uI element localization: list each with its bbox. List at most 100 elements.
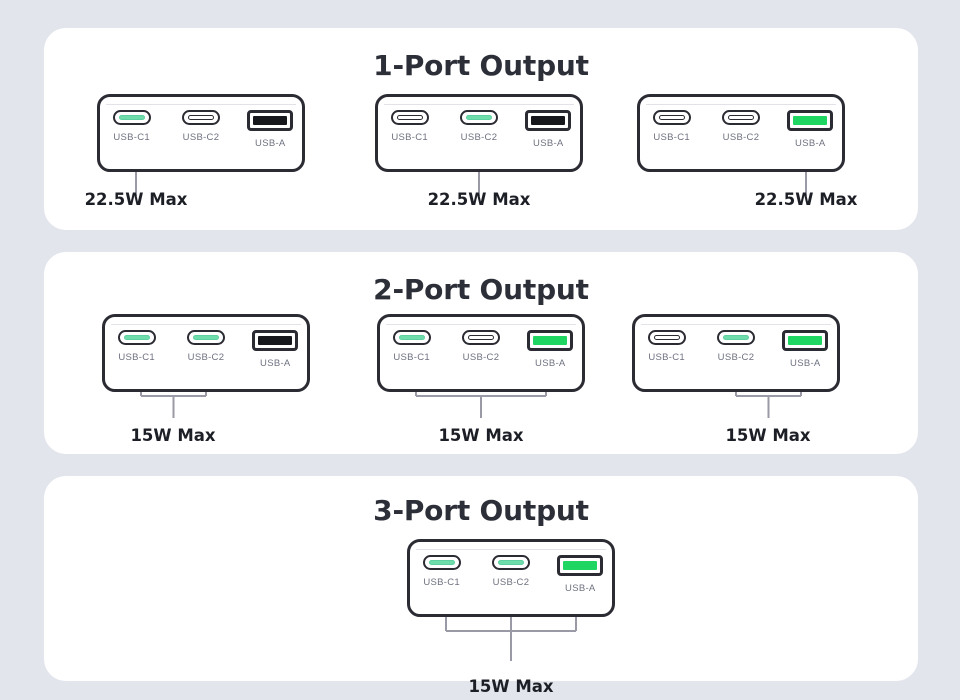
usb-a-port-icon-a-inactive[interactable]: [247, 110, 294, 131]
usb-c-port-icon-c1-inactive[interactable]: [390, 110, 429, 125]
port-label-c1: USB-C1: [118, 352, 155, 363]
port-slot-a[interactable]: USB-A: [517, 110, 579, 149]
usb-a-port-icon-a-active[interactable]: [787, 110, 834, 131]
usb-c-port-icon-c1-active[interactable]: [392, 330, 431, 345]
port-inner-fill: [497, 560, 524, 565]
usb-c-port-icon-c2-inactive[interactable]: [721, 110, 760, 125]
power-bank-device: [377, 314, 585, 392]
port-slot-a[interactable]: USB-A: [239, 110, 301, 149]
power-bank-device: [102, 314, 310, 392]
wattage-label: 15W Max: [468, 677, 554, 696]
port-label-c2: USB-C2: [717, 352, 755, 363]
port-slot-a[interactable]: USB-A: [779, 110, 841, 149]
device-seam-line: [386, 324, 576, 325]
section-title-three-port: 3-Port Output: [373, 494, 589, 527]
usb-c-port-icon-c1-inactive[interactable]: [652, 110, 691, 125]
port-slot-c2[interactable]: USB-C2: [448, 110, 510, 143]
wattage-label: 22.5W Max: [754, 190, 858, 209]
port-inner-fill: [531, 116, 566, 125]
port-slot-c1[interactable]: USB-C1: [101, 110, 163, 143]
usb-a-port-icon-a-active[interactable]: [527, 330, 574, 351]
port-slot-c1[interactable]: USB-C1: [636, 330, 698, 363]
usb-c-port-icon-c1-active[interactable]: [117, 330, 156, 345]
section-title-one-port: 1-Port Output: [373, 49, 589, 82]
usb-a-port-icon-a-inactive[interactable]: [525, 110, 572, 131]
port-inner-fill: [793, 116, 828, 125]
wattage-label: 22.5W Max: [84, 190, 188, 209]
port-slot-c1[interactable]: USB-C1: [106, 330, 168, 363]
port-slot-c2[interactable]: USB-C2: [170, 110, 232, 143]
usb-c-port-icon-c1-active[interactable]: [422, 555, 461, 570]
port-inner-fill: [123, 335, 150, 340]
device-seam-line: [384, 104, 574, 105]
wattage-label: 15W Max: [130, 426, 216, 445]
port-slot-c1[interactable]: USB-C1: [641, 110, 703, 143]
port-slot-c2[interactable]: USB-C2: [705, 330, 767, 363]
usb-c-port-icon-c2-inactive[interactable]: [181, 110, 220, 125]
device-seam-line: [106, 104, 296, 105]
port-slot-c2[interactable]: USB-C2: [710, 110, 772, 143]
port-slot-a[interactable]: USB-A: [519, 330, 581, 369]
port-inner-fill: [428, 560, 455, 565]
port-label-a: USB-A: [255, 138, 286, 149]
port-label-a: USB-A: [533, 138, 564, 149]
port-inner-fill: [258, 336, 293, 345]
usb-c-port-icon-c2-active[interactable]: [459, 110, 498, 125]
port-slot-a[interactable]: USB-A: [244, 330, 306, 369]
port-inner-fill: [788, 336, 823, 345]
port-slot-a[interactable]: USB-A: [774, 330, 836, 369]
port-slot-c1[interactable]: USB-C1: [379, 110, 441, 143]
port-row: USB-C1 USB-C2 USB-A: [632, 330, 840, 386]
usb-a-port-icon-a-active[interactable]: [557, 555, 604, 576]
port-label-c1: USB-C1: [393, 352, 430, 363]
usb-c-port-icon-c1-inactive[interactable]: [647, 330, 686, 345]
port-inner-fill: [398, 335, 425, 340]
usb-c-port-icon-c2-inactive[interactable]: [461, 330, 500, 345]
power-bank-device: [632, 314, 840, 392]
port-inner-fill: [533, 336, 568, 345]
device-seam-line: [641, 324, 831, 325]
device-seam-line: [416, 549, 606, 550]
port-slot-c2[interactable]: USB-C2: [450, 330, 512, 363]
wattage-label: 22.5W Max: [427, 190, 531, 209]
port-label-c2: USB-C2: [722, 132, 760, 143]
port-slot-c1[interactable]: USB-C1: [381, 330, 443, 363]
usb-c-port-icon-c2-active[interactable]: [491, 555, 530, 570]
port-label-c1: USB-C1: [113, 132, 150, 143]
usb-c-port-icon-c2-active[interactable]: [186, 330, 225, 345]
port-slot-c1[interactable]: USB-C1: [411, 555, 473, 588]
port-label-c1: USB-C1: [648, 352, 685, 363]
device-seam-line: [646, 104, 836, 105]
port-inner-fill: [467, 335, 494, 340]
power-bank-device: [407, 539, 615, 617]
port-inner-fill: [653, 335, 680, 340]
usb-a-port-icon-a-inactive[interactable]: [252, 330, 299, 351]
port-slot-c2[interactable]: USB-C2: [175, 330, 237, 363]
usb-a-port-icon-a-active[interactable]: [782, 330, 829, 351]
port-inner-fill: [118, 115, 145, 120]
port-slot-c2[interactable]: USB-C2: [480, 555, 542, 588]
wattage-label: 15W Max: [438, 426, 524, 445]
port-label-c2: USB-C2: [460, 132, 498, 143]
device-seam-line: [111, 324, 301, 325]
port-label-a: USB-A: [565, 583, 596, 594]
port-inner-fill: [722, 335, 749, 340]
power-bank-device: [97, 94, 305, 172]
port-slot-a[interactable]: USB-A: [549, 555, 611, 594]
usb-c-port-icon-c1-active[interactable]: [112, 110, 151, 125]
port-label-c2: USB-C2: [462, 352, 500, 363]
port-inner-fill: [658, 115, 685, 120]
port-label-c1: USB-C1: [391, 132, 428, 143]
port-label-a: USB-A: [535, 358, 566, 369]
usb-c-port-icon-c2-active[interactable]: [716, 330, 755, 345]
port-inner-fill: [465, 115, 492, 120]
port-inner-fill: [253, 116, 288, 125]
port-inner-fill: [187, 115, 214, 120]
port-label-a: USB-A: [260, 358, 291, 369]
